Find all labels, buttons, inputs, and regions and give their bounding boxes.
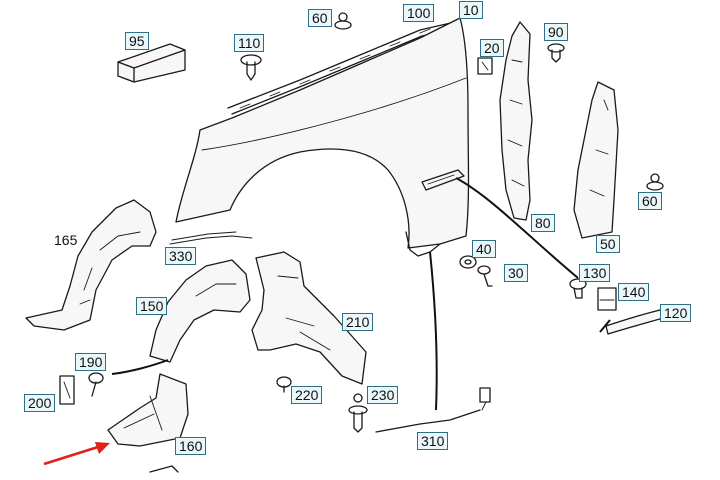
part-210-rear-liner <box>251 251 367 385</box>
label-20: 20 <box>480 39 504 57</box>
part-220-nut <box>276 376 292 393</box>
label-95: 95 <box>125 32 149 50</box>
label-210: 210 <box>342 313 374 331</box>
label-230: 230 <box>367 386 399 404</box>
part-partial-bottom <box>149 465 179 473</box>
part-30-screw <box>477 265 493 287</box>
label-10: 10 <box>459 1 483 19</box>
part-90-clip <box>547 43 565 63</box>
label-310: 310 <box>417 432 449 450</box>
label-200: 200 <box>24 394 56 412</box>
part-165-wheel-liner <box>25 199 157 331</box>
label-150: 150 <box>136 297 168 315</box>
part-110-clip <box>240 54 262 81</box>
part-310-sensor-cable <box>375 387 491 433</box>
part-60-nut-right <box>646 173 664 191</box>
part-60-nut-top <box>334 12 352 30</box>
label-220: 220 <box>291 386 323 404</box>
label-110: 110 <box>234 34 265 52</box>
label-100: 100 <box>403 4 435 22</box>
part-40-washer <box>459 255 477 269</box>
label-90: 90 <box>544 23 568 41</box>
label-160: 160 <box>175 437 207 455</box>
label-190: 190 <box>75 353 107 371</box>
part-20-clip <box>477 57 493 75</box>
label-330: 330 <box>165 247 197 265</box>
part-330-strip <box>169 231 253 245</box>
label-60-top: 60 <box>308 9 332 27</box>
label-60-right: 60 <box>638 192 662 210</box>
label-80: 80 <box>531 214 555 232</box>
label-165: 165 <box>54 232 78 248</box>
part-190-screw <box>88 372 104 397</box>
part-200-clip <box>59 375 75 405</box>
part-160-lower-panel <box>107 373 189 447</box>
label-40: 40 <box>472 240 496 258</box>
label-120: 120 <box>660 304 692 322</box>
part-10-front-fender <box>175 17 470 257</box>
part-230-rivet <box>348 393 368 433</box>
label-50: 50 <box>596 235 620 253</box>
part-95-foam-block <box>117 43 186 83</box>
label-30: 30 <box>504 264 528 282</box>
part-130-clip <box>569 278 587 299</box>
label-140: 140 <box>618 283 650 301</box>
part-140-connector <box>597 287 617 311</box>
part-80-support-bracket <box>499 21 533 221</box>
red-arrow-icon <box>43 442 110 466</box>
part-50-cover-panel <box>573 81 619 239</box>
label-130: 130 <box>579 264 611 282</box>
part-120-seal <box>605 309 665 335</box>
leader-lines <box>111 177 611 411</box>
